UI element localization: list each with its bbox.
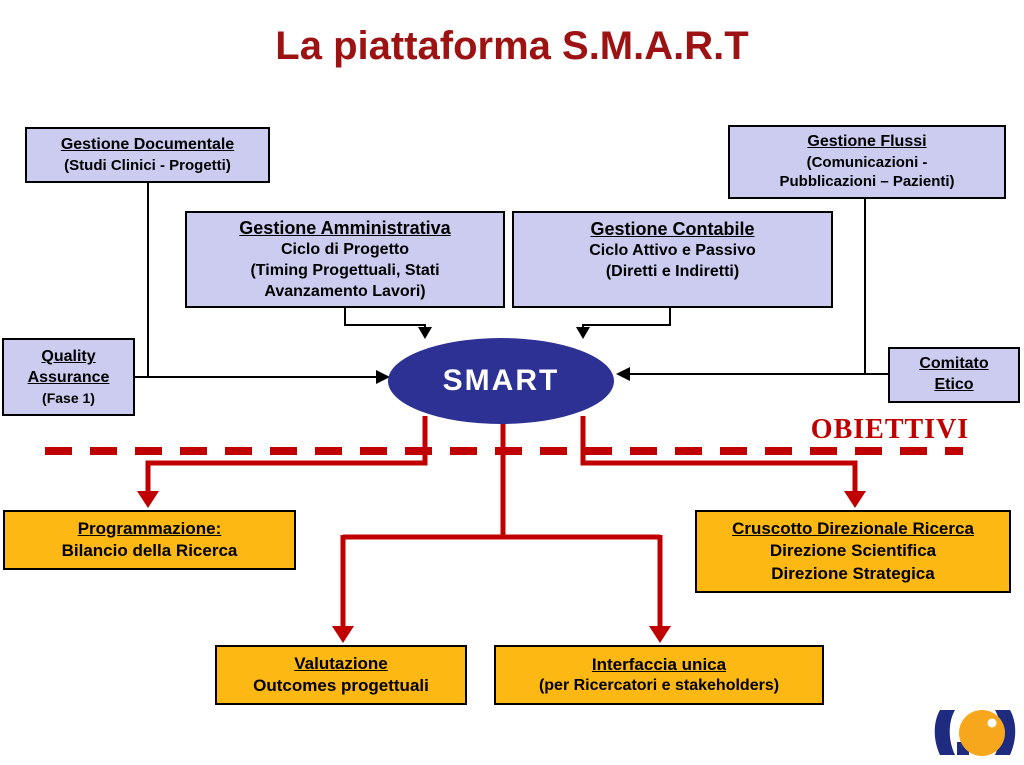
box-heading: Cruscotto Direzionale Ricerca: [732, 519, 974, 539]
box-heading: Etico: [934, 376, 974, 393]
box-gestione-amministrativa: Gestione Amministrativa Ciclo di Progett…: [185, 211, 505, 308]
box-line: (Comunicazioni -: [806, 153, 928, 171]
box-gestione-documentale: Gestione Documentale (Studi Clinici - Pr…: [25, 127, 270, 183]
box-line: (Diretti e Indiretti): [605, 263, 740, 281]
box-line: Ciclo Attivo e Passivo: [589, 242, 756, 260]
box-line: (Fase 1): [42, 389, 95, 406]
arrowhead-into-smart-topleft: [418, 327, 432, 339]
logo-orange-ball: [959, 710, 1005, 756]
box-line: Direzione Strategica: [771, 563, 935, 583]
objectives-divider-dashed-line: [45, 447, 963, 455]
box-comitato-etico: Comitato Etico: [888, 347, 1020, 403]
box-gestione-flussi: Gestione Flussi (Comunicazioni - Pubblic…: [728, 125, 1006, 199]
box-line: (Studi Clinici - Progetti): [64, 156, 231, 174]
box-line: Bilancio della Ricerca: [61, 541, 238, 560]
smart-node: SMART: [388, 338, 614, 424]
arrowhead-cruscotto: [844, 491, 866, 508]
box-heading: Gestione Documentale: [60, 135, 235, 153]
box-line: Pubblicazioni – Pazienti): [779, 173, 955, 191]
box-heading: Gestione Flussi: [807, 133, 927, 151]
connector-contabile-to-smart: [582, 308, 671, 328]
box-heading: Quality: [41, 348, 96, 366]
obiettivi-label: OBIETTIVI: [810, 414, 970, 445]
box-cruscotto-direzionale: Cruscotto Direzionale Ricerca Direzione …: [695, 510, 1011, 593]
slide-title: La piattaforma S.M.A.R.T: [275, 24, 749, 68]
box-heading: Valutazione: [294, 653, 388, 673]
arrowhead-into-smart-topright: [576, 327, 590, 339]
box-heading: Gestione Amministrativa: [239, 217, 451, 238]
box-interfaccia-unica: Interfaccia unica (per Ricercatori e sta…: [494, 645, 824, 705]
box-gestione-contabile: Gestione Contabile Ciclo Attivo e Passiv…: [512, 211, 833, 308]
smart-label: SMART: [442, 364, 560, 397]
box-line: Outcomes progettuali: [253, 676, 429, 695]
box-valutazione: Valutazione Outcomes progettuali: [215, 645, 467, 705]
box-line: Ciclo di Progetto: [281, 241, 409, 258]
logo-left-shape: [934, 710, 955, 755]
box-heading: Interfaccia unica: [591, 654, 727, 674]
arrowhead-programmazione: [137, 491, 159, 508]
arrowhead-interfaccia: [649, 626, 671, 643]
box-line: Direzione Scientifica: [769, 541, 937, 561]
box-programmazione: Programmazione: Bilancio della Ricerca: [3, 510, 296, 570]
arrowhead-into-smart-right: [616, 367, 630, 381]
logo-ball-highlight: [987, 718, 997, 728]
arrowhead-valutazione: [332, 626, 354, 643]
box-heading: Programmazione:: [77, 518, 222, 538]
connector-smart-to-programmazione: [145, 416, 428, 495]
box-heading: Assurance: [27, 368, 110, 386]
connector-amministrativa-to-smart: [344, 308, 426, 328]
institution-logo: [934, 710, 1016, 756]
box-line: (per Ricercatori e stakeholders): [538, 676, 780, 694]
box-heading: Comitato: [919, 355, 989, 373]
box-line: (Timing Progettuali, Stati: [250, 261, 440, 279]
box-quality-assurance: Quality Assurance (Fase 1): [2, 338, 135, 416]
box-line: Avanzamento Lavori): [264, 282, 426, 300]
box-heading: Gestione Contabile: [590, 219, 755, 239]
